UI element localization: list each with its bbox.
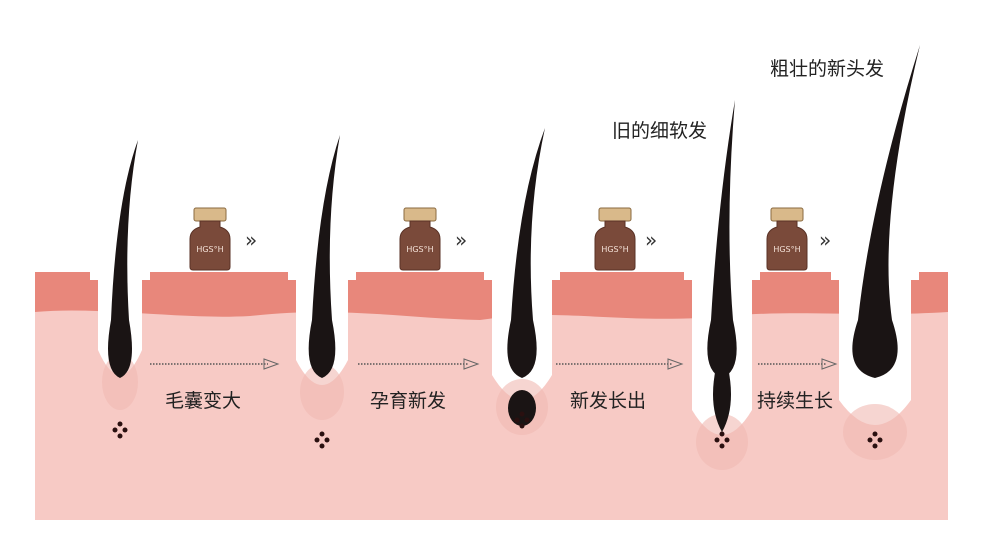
arrow-head-icon — [263, 358, 280, 370]
old-hair-callout: 旧的细软发 — [612, 120, 708, 142]
dermal-papilla — [696, 414, 748, 470]
papilla-dot — [867, 437, 873, 443]
new-hair-callout: 粗壮的新头发 — [770, 58, 885, 80]
papilla-dot — [314, 437, 320, 443]
papilla-dot — [872, 443, 878, 449]
vial-cap — [403, 207, 437, 222]
stage-label-1: 毛囊变大 — [165, 390, 242, 412]
papilla-dot — [324, 437, 330, 443]
papilla-dot — [714, 437, 720, 443]
papilla-dot — [514, 417, 520, 423]
new-hair-bulb — [508, 390, 536, 426]
stage-label-3: 新发长出 — [570, 390, 647, 412]
vial-logo: HGS°H — [196, 245, 223, 254]
papilla-dot — [122, 427, 128, 433]
arrow-head-icon — [667, 358, 684, 370]
vial-cap — [770, 207, 804, 222]
chevron-right-icon: » — [455, 228, 468, 252]
papilla-dot — [872, 431, 878, 437]
chevron-right-icon: » — [645, 228, 658, 252]
vial-logo: HGS°H — [773, 245, 800, 254]
vial-logo: HGS°H — [601, 245, 628, 254]
chevron-right-icon: » — [245, 228, 258, 252]
papilla-dot — [117, 421, 123, 427]
vial-logo: HGS°H — [406, 245, 433, 254]
arrow-head-icon — [821, 358, 838, 370]
hair-strand — [707, 100, 737, 378]
papilla-dot — [117, 433, 123, 439]
hair-strand — [507, 128, 545, 378]
hair-strand — [308, 135, 340, 378]
vial-cap — [598, 207, 632, 222]
papilla-dot — [524, 417, 530, 423]
hair-strand — [852, 45, 920, 378]
papilla-dot — [719, 431, 725, 437]
vial-bottle — [766, 220, 808, 271]
chevron-right-icon: » — [819, 228, 832, 252]
stage-label-2: 孕育新发 — [370, 390, 447, 412]
papilla-dot — [724, 437, 730, 443]
hair-strand — [108, 140, 138, 378]
vial-bottle — [189, 220, 231, 271]
papilla-dot — [519, 411, 525, 417]
stage-label-4: 持续生长 — [757, 390, 834, 412]
papilla-dot — [877, 437, 883, 443]
vial-bottle — [399, 220, 441, 271]
dermal-papilla — [300, 364, 344, 420]
vial-cap — [193, 207, 227, 222]
papilla-dot — [719, 443, 725, 449]
arrow-head-icon — [463, 358, 480, 370]
papilla-dot — [519, 423, 525, 429]
papilla-dot — [319, 443, 325, 449]
vial-bottle — [594, 220, 636, 271]
papilla-dot — [112, 427, 118, 433]
papilla-dot — [319, 431, 325, 437]
new-hair-bulb — [713, 345, 731, 432]
